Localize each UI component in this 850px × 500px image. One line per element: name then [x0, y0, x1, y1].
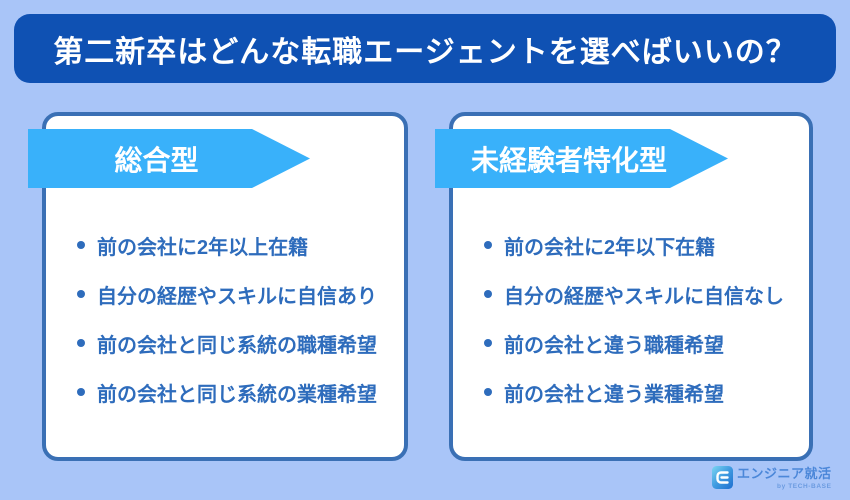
bullet-dot-icon: [484, 241, 492, 249]
checklist-inexperienced: 前の会社に2年以下在籍 自分の経歴やスキルに自信なし 前の会社と違う職種希望 前…: [453, 231, 809, 427]
list-item: 自分の経歴やスキルに自信なし: [453, 280, 809, 308]
category-label: 未経験者特化型: [470, 144, 667, 176]
list-item: 前の会社に2年以下在籍: [453, 231, 809, 259]
card-comprehensive-type: 総合型 前の会社に2年以上在籍 自分の経歴やスキルに自信あり 前の会社と同じ系統…: [42, 112, 408, 461]
brand-text-block: エンジニア就活 by TECH-BASE: [737, 465, 832, 491]
bullet-dot-icon: [77, 388, 85, 396]
list-item: 前の会社と同じ系統の業種希望: [46, 378, 404, 406]
list-item: 前の会社に2年以上在籍: [46, 231, 404, 259]
bullet-dot-icon: [484, 388, 492, 396]
list-item-text: 前の会社と同じ系統の職種希望: [97, 334, 377, 357]
bullet-dot-icon: [484, 290, 492, 298]
bullet-dot-icon: [77, 339, 85, 347]
list-item: 前の会社と同じ系統の職種希望: [46, 329, 404, 357]
brand-logo: エンジニア就活 by TECH-BASE: [712, 465, 832, 491]
category-arrow-inexperienced: 未経験者特化型: [435, 129, 728, 188]
list-item-text: 自分の経歴やスキルに自信なし: [504, 285, 784, 308]
checklist-comprehensive: 前の会社に2年以上在籍 自分の経歴やスキルに自信あり 前の会社と同じ系統の職種希…: [46, 231, 404, 427]
list-item-text: 前の会社と違う職種希望: [504, 334, 724, 357]
list-item: 前の会社と違う業種希望: [453, 378, 809, 406]
page-title: 第二新卒はどんな転職エージェントを選べばいいの？: [53, 35, 797, 69]
bullet-dot-icon: [77, 241, 85, 249]
card-inexperienced-specialized-type: 未経験者特化型 前の会社に2年以下在籍 自分の経歴やスキルに自信なし 前の会社と…: [449, 112, 813, 461]
brand-name: エンジニア就活: [737, 466, 832, 481]
engineer-shukatsu-logo-icon: [712, 466, 733, 489]
brand-byline: by TECH-BASE: [777, 483, 832, 490]
title-banner: 第二新卒はどんな転職エージェントを選べばいいの？: [14, 14, 836, 83]
category-label: 総合型: [114, 144, 199, 176]
list-item-text: 前の会社に2年以上在籍: [97, 236, 309, 259]
bullet-dot-icon: [77, 290, 85, 298]
list-item: 自分の経歴やスキルに自信あり: [46, 280, 404, 308]
list-item-text: 自分の経歴やスキルに自信あり: [97, 285, 377, 308]
list-item-text: 前の会社と同じ系統の業種希望: [97, 383, 377, 406]
bullet-dot-icon: [484, 339, 492, 347]
category-arrow-comprehensive: 総合型: [28, 129, 310, 188]
list-item-text: 前の会社に2年以下在籍: [504, 236, 716, 259]
list-item: 前の会社と違う職種希望: [453, 329, 809, 357]
list-item-text: 前の会社と違う業種希望: [504, 383, 724, 406]
